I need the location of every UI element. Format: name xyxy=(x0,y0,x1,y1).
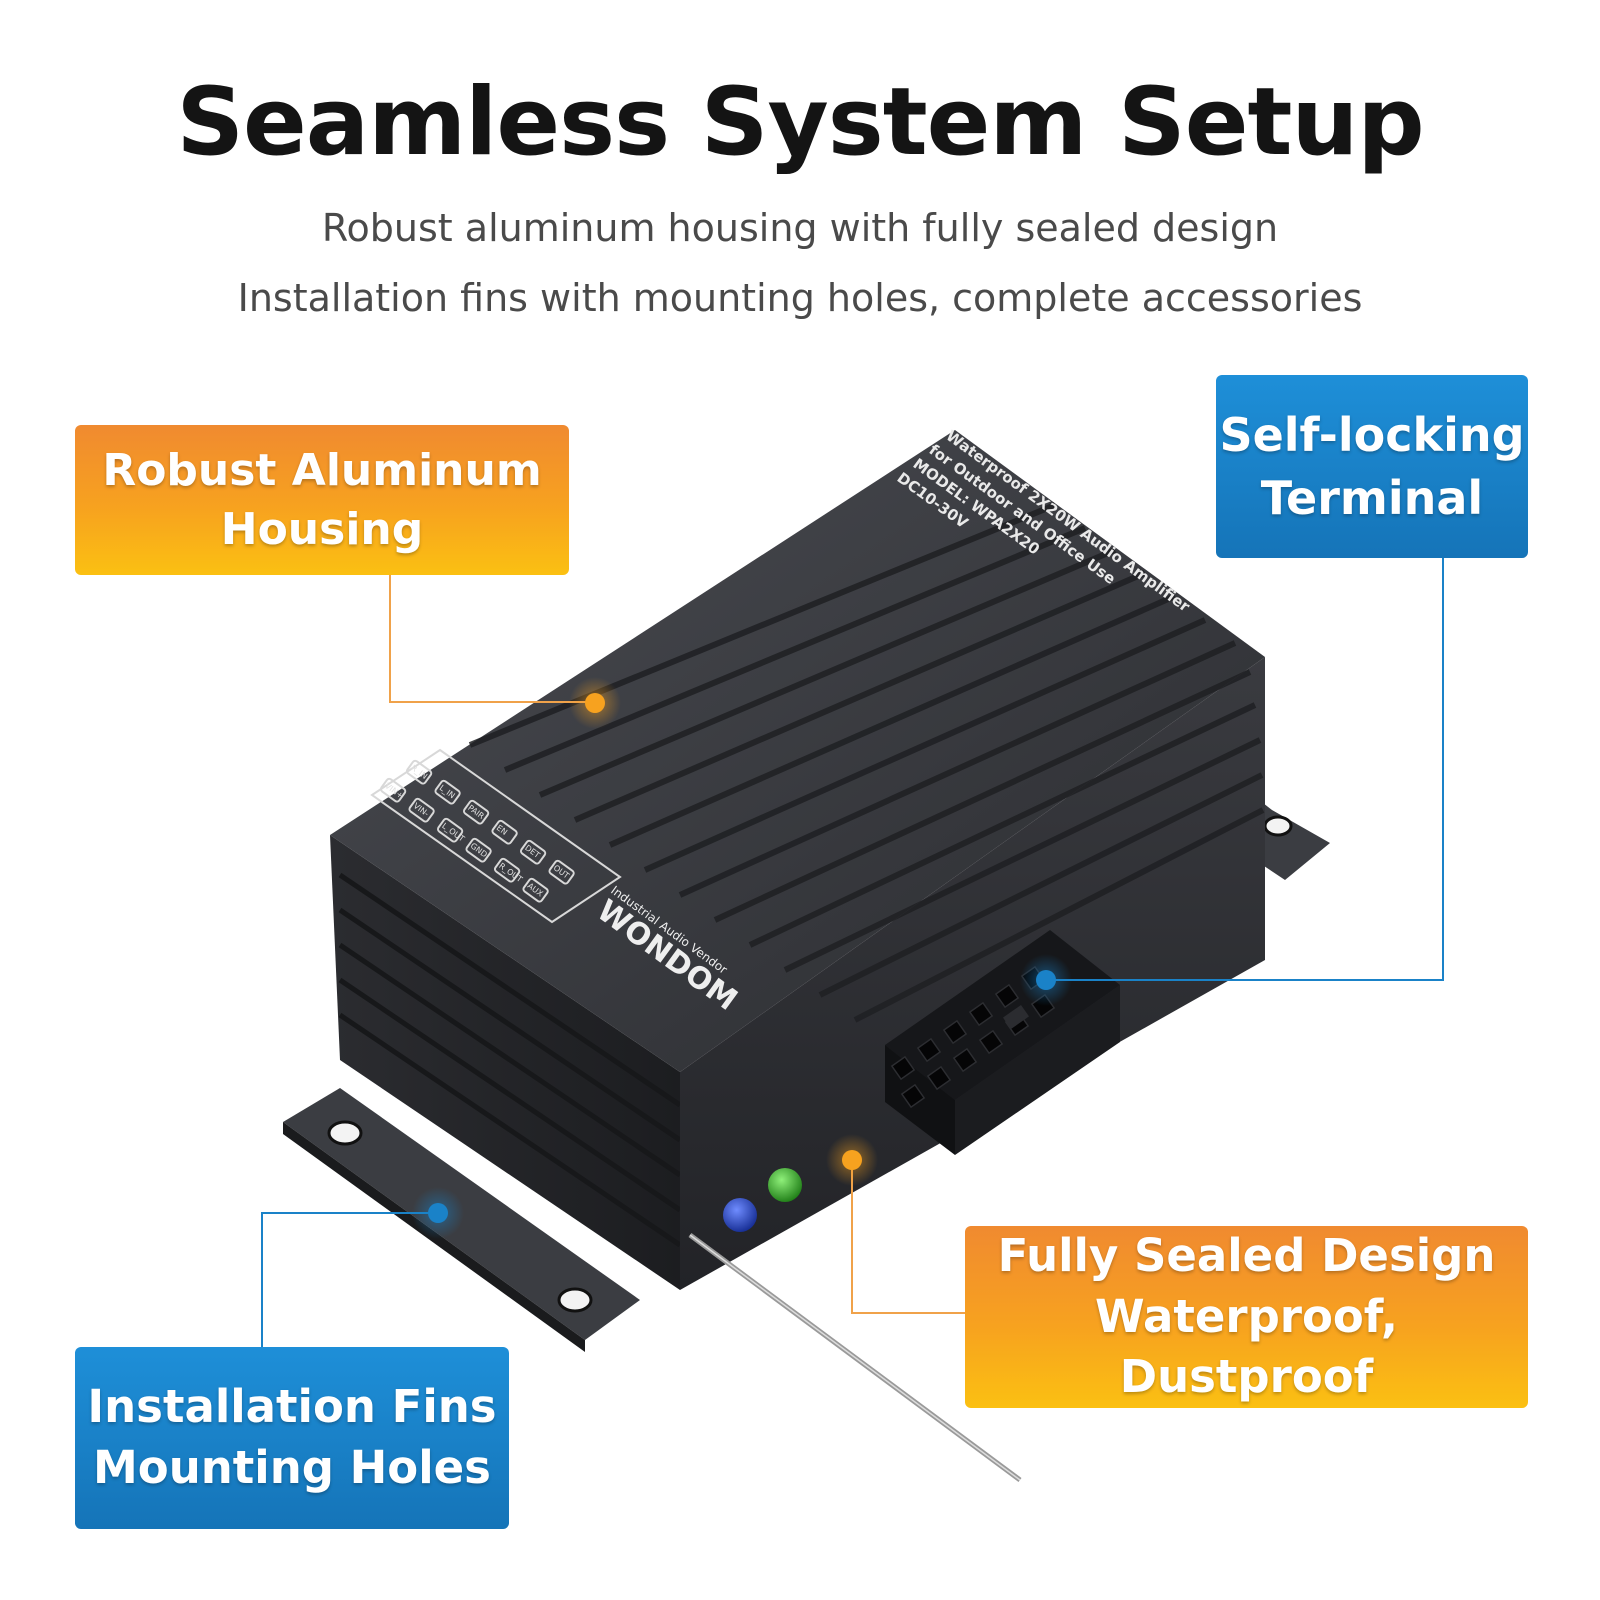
subtitle-line-2: Installation fins with mounting holes, c… xyxy=(237,276,1363,320)
terminal-socket-hole xyxy=(900,1083,926,1109)
orange-marker-dot xyxy=(826,1134,878,1186)
pin-cell xyxy=(522,877,549,903)
leader-line-terminal xyxy=(1048,558,1444,981)
terminal-socket-hole xyxy=(978,1029,1004,1055)
leader-line-housing xyxy=(389,575,592,703)
terminal-socket-hole xyxy=(968,1001,994,1027)
mounting-hole xyxy=(327,1120,363,1146)
terminal-socket-hole xyxy=(916,1037,942,1063)
orange-marker-dot xyxy=(569,677,621,729)
pin-cell xyxy=(405,759,433,785)
terminal-socket-hole xyxy=(952,1047,978,1073)
housing-side xyxy=(330,835,680,1290)
pin-cell xyxy=(491,819,518,845)
terminal-socket-hole xyxy=(926,1065,952,1091)
housing-top xyxy=(330,430,1265,1072)
green-led xyxy=(768,1168,802,1202)
mounting-hole xyxy=(557,1287,593,1313)
leader-line-fins xyxy=(261,1212,438,1347)
housing-end-face xyxy=(680,657,1265,1290)
pin-diagram-panel: VIN+VIN-L_OUTGNDR_OUTAUXR_INL_INPAIRENDE… xyxy=(370,748,622,924)
blue-led xyxy=(723,1198,757,1232)
mounting-hole xyxy=(1263,815,1293,837)
pin-cell xyxy=(408,797,435,823)
pin-cell xyxy=(462,799,490,825)
side-ribs xyxy=(338,872,682,1248)
callout-self-locking-terminal: Self-locking Terminal xyxy=(1216,375,1528,558)
top-cooling-fins xyxy=(468,502,1265,1023)
pin-cell xyxy=(519,839,547,865)
blue-marker-dot xyxy=(1020,954,1072,1006)
callout-installation-fins: Installation Fins Mounting Holes xyxy=(75,1347,509,1529)
subtitle-line-1: Robust aluminum housing with fully seale… xyxy=(321,206,1279,250)
pin-cell xyxy=(436,817,464,843)
pin-cell xyxy=(548,859,575,885)
page-title: Seamless System Setup xyxy=(176,68,1424,177)
callout-fully-sealed-design: Fully Sealed Design Waterproof, Dustproo… xyxy=(965,1226,1528,1408)
pin-cell xyxy=(434,779,461,805)
leader-line-sealed xyxy=(851,1160,965,1314)
terminal-socket-hole xyxy=(942,1019,968,1045)
pin-cell xyxy=(379,777,407,803)
blue-marker-dot xyxy=(412,1187,464,1239)
pin-cell xyxy=(465,837,492,863)
terminal-socket-hole xyxy=(890,1055,916,1081)
pin-cell xyxy=(493,857,521,883)
callout-robust-aluminum-housing: Robust Aluminum Housing xyxy=(75,425,569,575)
terminal-socket-hole xyxy=(994,983,1020,1009)
